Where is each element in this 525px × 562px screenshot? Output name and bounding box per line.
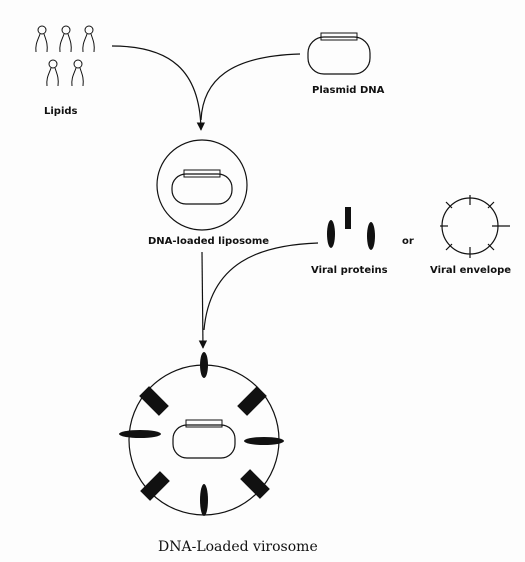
dna-loaded-virosome-icon (119, 352, 284, 516)
viral-proteins-icon (327, 207, 375, 250)
viral-envelope-icon (440, 195, 510, 258)
liposome-label: DNA-loaded liposome (148, 236, 269, 247)
lipid-molecule (71, 59, 84, 87)
liposome-to-virosome-arrow (198, 251, 208, 349)
or-label: or (402, 236, 414, 247)
lipid-molecule (46, 59, 59, 87)
lipid-molecule (82, 25, 95, 53)
dna-loaded-liposome-icon (156, 139, 248, 231)
virosome-label: DNA-Loaded virosome (158, 539, 318, 555)
lipids-label: Lipids (44, 106, 78, 117)
lipid-molecule (35, 25, 48, 53)
lipids-to-liposome-arrow (111, 45, 206, 131)
viral-proteins-label: Viral proteins (311, 265, 388, 276)
plasmid-dna-label: Plasmid DNA (312, 85, 385, 96)
proteins-to-virosome-arrow (203, 242, 319, 331)
lipid-molecule (59, 25, 72, 53)
lipid-molecules (35, 25, 95, 87)
plasmid-dna-icon (307, 32, 371, 75)
plasmid-to-liposome-arrow (200, 53, 301, 121)
viral-envelope-label: Viral envelope (430, 265, 511, 276)
